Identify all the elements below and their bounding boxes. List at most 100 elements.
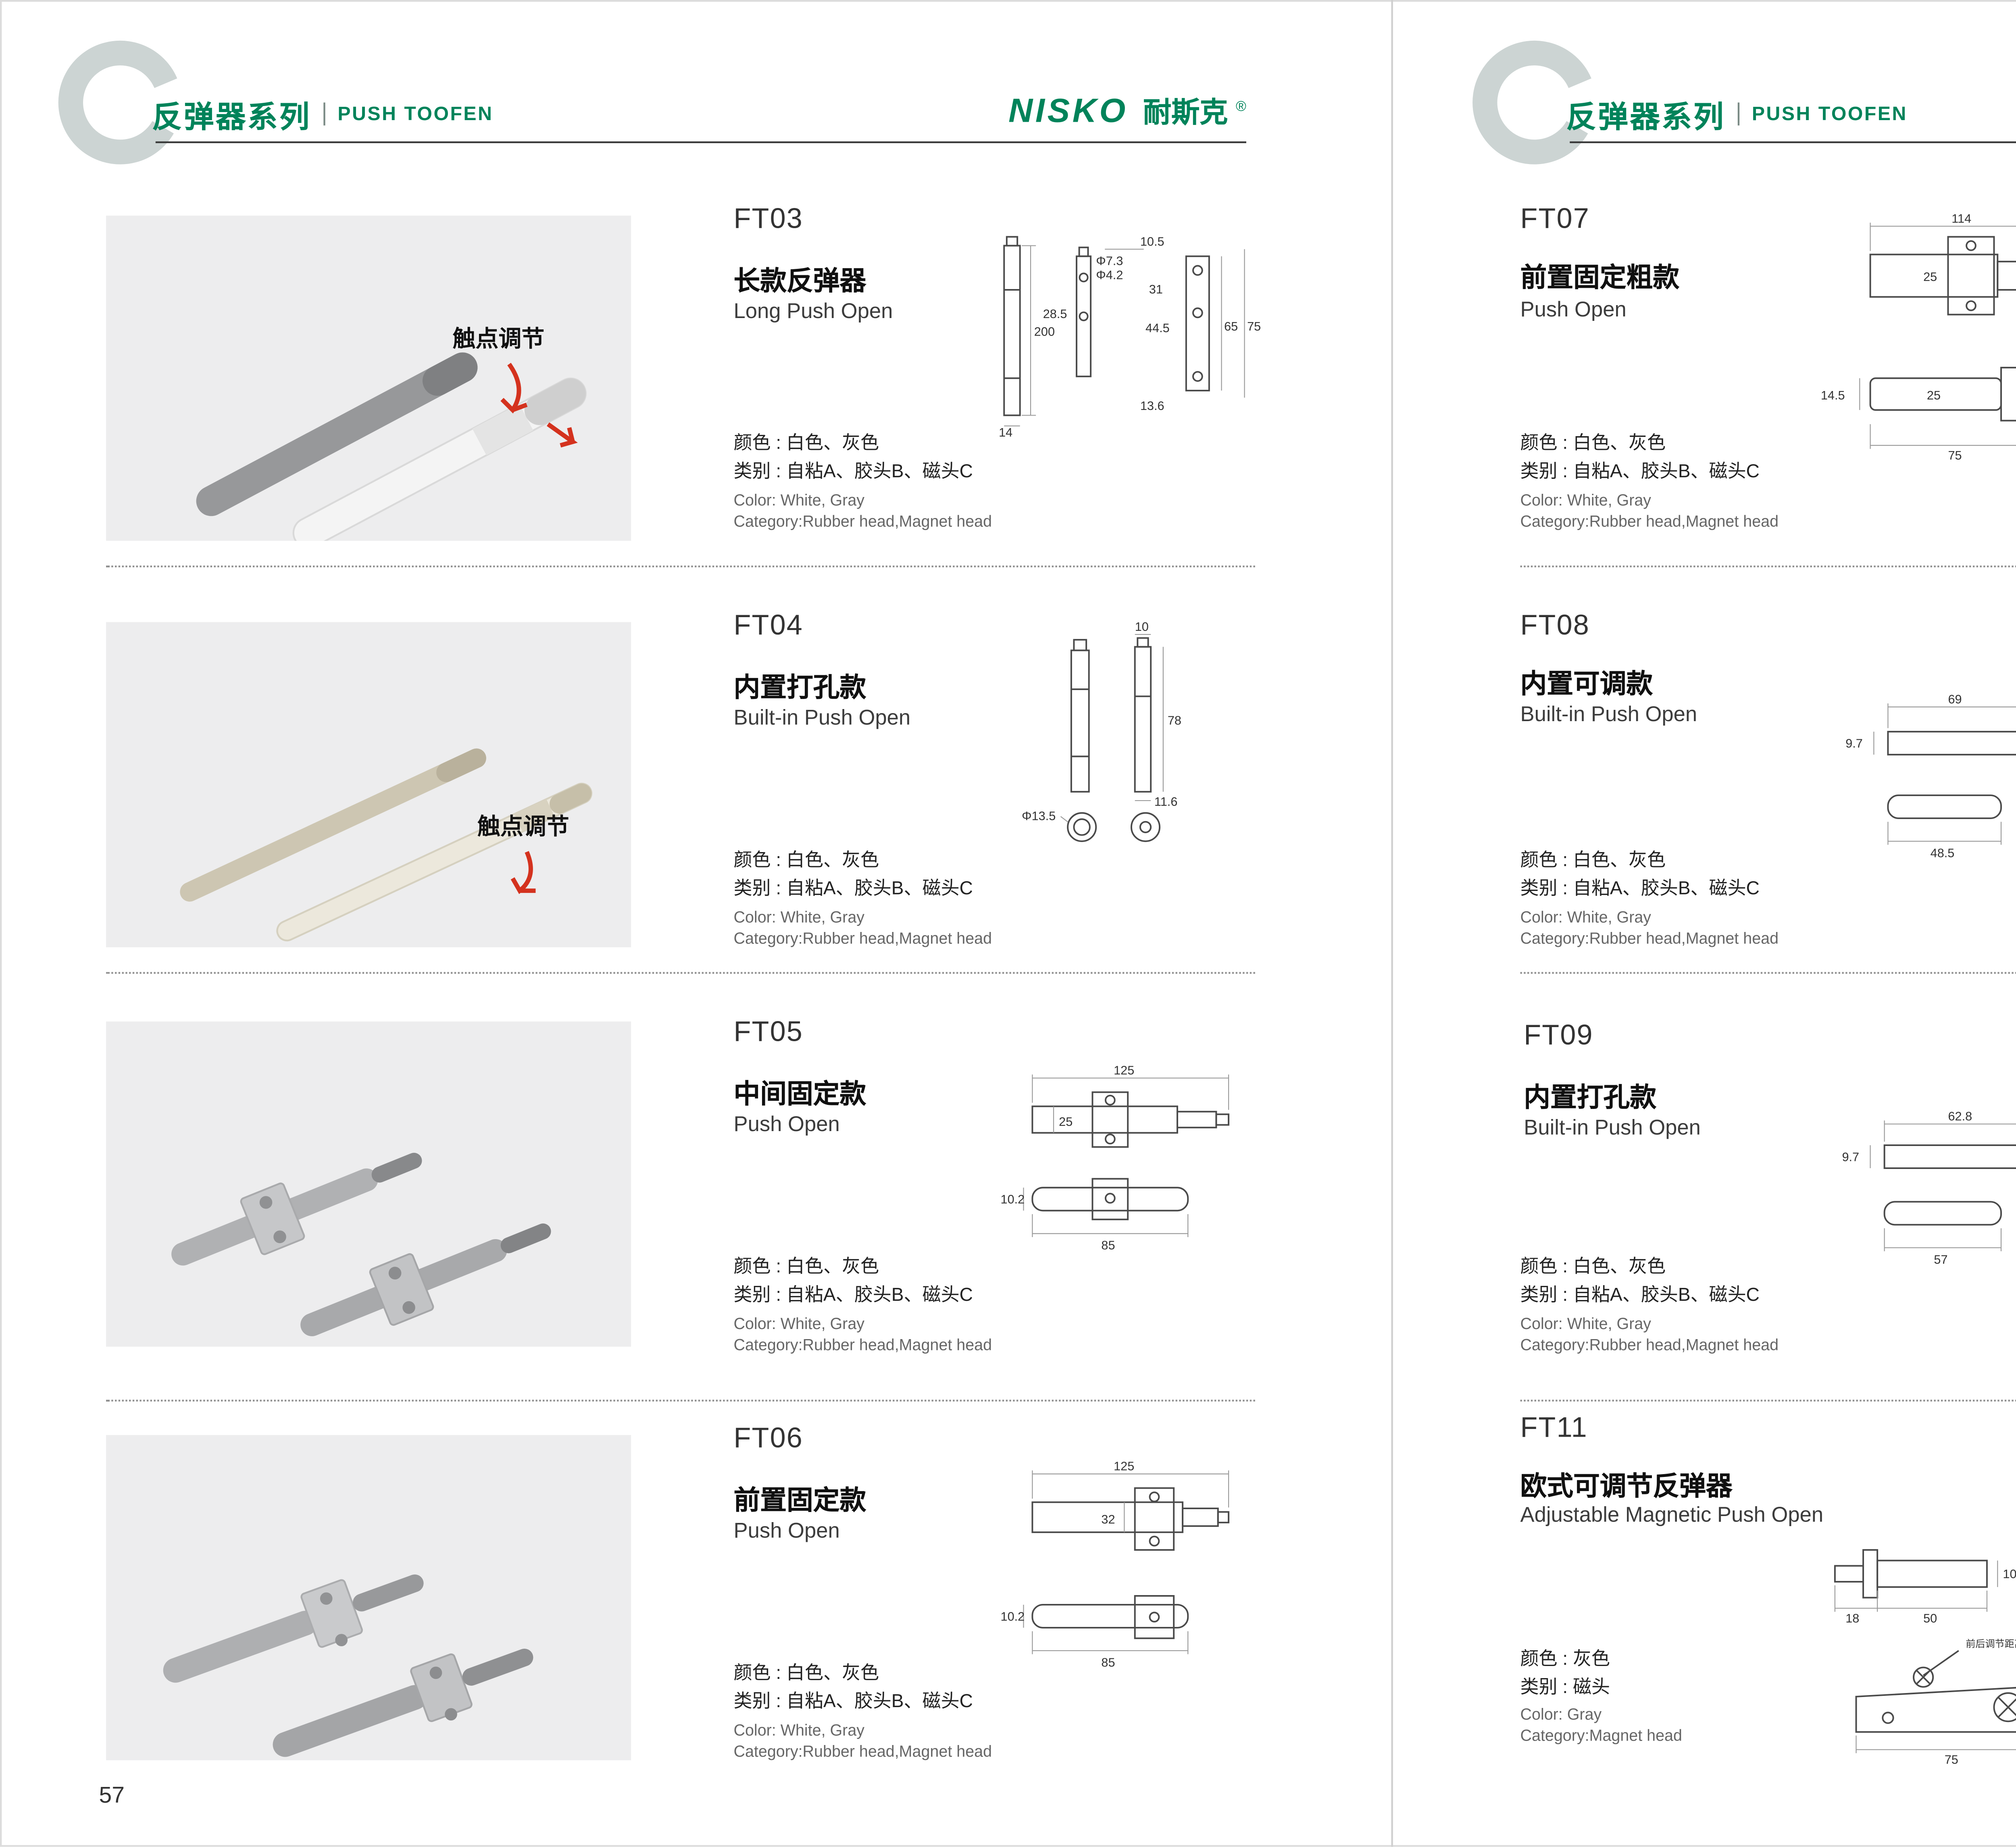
product-name-cn: 内置可调款 [1520,670,1653,700]
spec-color-en: Color: White, Gray [1520,1315,1652,1333]
product-name-cn: 中间固定款 [733,1079,866,1110]
dim: 75 [1948,448,1962,462]
dim: 75 [1247,319,1261,333]
product-code: FT06 [733,1424,803,1455]
ft06-dim-lines [1023,1470,1229,1654]
spec-category-cn: 类别 : 自粘A、胶头B、磁头C [1520,878,1760,900]
ft11-technical-drawing: 10 18 50 前后调节距离6mm 18 75 [1834,1549,2016,1767]
header-rule [155,141,1246,144]
ft05-shapes [1031,1091,1230,1221]
spec-category-cn: 类别 : 自粘A、胶头B、磁头C [733,461,973,483]
dim: 11.6 [1154,795,1177,809]
ft04-technical-drawing: 10 78 11.6 Φ13.5 [1022,620,1181,842]
c-mark-icon [58,40,182,164]
spec-color-cn: 颜色 : 白色、灰色 [733,850,879,872]
spec-category-cn: 类别 : 自粘A、胶头B、磁头C [733,1285,973,1306]
product-code: FT09 [1524,1021,1593,1052]
title-separator [1737,102,1740,126]
dim: 57 [1934,1252,1947,1267]
dim: 75 [1945,1753,1958,1767]
dim: 10 [2003,1567,2016,1581]
spec-color-en: Color: White, Gray [733,491,865,509]
dim: 18 [1845,1611,1859,1625]
product-photo-ft03: 触点调节 [106,215,631,541]
dim: 25 [1059,1115,1073,1129]
ft03-dim-labels: 200 14 Φ7.3 Φ4.2 28.5 10.5 31 44.5 13.6 … [999,234,1261,438]
spec-category-cn: 类别 : 自粘A、胶头B、磁头C [1520,461,1760,483]
ft09-technical-drawing: 62.8 9.7 57 [1842,1110,2016,1267]
white-rod [292,377,587,541]
ft11-shapes [1834,1549,2016,1733]
product-name-en: Push Open [733,1518,840,1543]
product-name-en: Built-in Push Open [1520,701,1697,726]
product-code: FT11 [1520,1414,1588,1444]
spec-color-en: Color: Gray [1520,1705,1602,1723]
series-title-en: PUSH TOOFEN [1752,103,1908,125]
ft07-shapes [1869,236,2016,422]
brand-reg-mark: ® [1236,98,1246,114]
spec-category-en: Category:Rubber head,Magnet head [733,930,992,947]
ft08-dim-labels: 69 9.7 48.5 [1845,692,1962,860]
dim: 114 [1951,211,1971,225]
ft09-shapes [1883,1144,2016,1226]
push-unit [273,1648,533,1757]
ft06-photo-illustration [163,1574,533,1757]
spec-category-en: Category:Rubber head,Magnet head [1520,930,1779,947]
spec-category-en: Category:Magnet head [1520,1726,1682,1745]
ft03-dim-lines [1004,245,1245,426]
spec-category-en: Category:Rubber head,Magnet head [733,1742,992,1760]
product-photo-ft04: 触点调节 [106,622,631,947]
page-number-left: 57 [99,1781,125,1808]
dim: 25 [1927,388,1941,402]
dim: 32 [1101,1512,1115,1526]
dim: 9.7 [1842,1150,1859,1164]
series-title: 反弹器系列 PUSH TOOFEN [152,92,493,136]
red-adjust-arrows-icon [510,851,536,894]
red-adjust-arrows-icon [500,362,578,448]
dim: 10.2 [1001,1609,1025,1623]
spec-category-en: Category:Rubber head,Magnet head [1520,512,1779,530]
product-code: FT03 [733,205,803,235]
dim: Φ4.2 [1096,268,1123,282]
spec-color-cn: 颜色 : 白色、灰色 [733,1256,879,1278]
dim: 44.5 [1145,321,1170,335]
ft06-shapes [1031,1487,1230,1639]
dim: 31 [1149,282,1163,296]
row-separator [106,565,1255,568]
ft03-photo-illustration: 触点调节 [196,326,587,541]
ft04-shapes [1067,637,1161,842]
dim: 25 [1923,270,1937,284]
push-unit [171,1152,422,1266]
row-separator [106,1400,1255,1402]
spec-color-en: Color: White, Gray [1520,908,1652,926]
spec-color-cn: 颜色 : 白色、灰色 [733,1663,879,1685]
spec-category-cn: 类别 : 自粘A、胶头B、磁头C [733,1691,973,1713]
photo-note-label: 触点调节 [452,326,544,352]
row-separator [1520,1400,2016,1402]
header-rule [1570,141,2016,144]
series-title-cn: 反弹器系列 [152,100,311,135]
page-divider-line [1391,0,1393,1847]
spec-category-cn: 类别 : 自粘A、胶头B、磁头C [733,878,973,900]
ft04-dim-labels: 10 78 11.6 Φ13.5 [1022,620,1181,823]
product-name-cn: 前置固定款 [733,1486,866,1516]
title-separator [323,102,325,126]
ft04-photo-illustration: 触点调节 [180,748,593,942]
spec-color-en: Color: White, Gray [733,908,865,926]
product-code: FT05 [733,1018,803,1048]
ft09-dim-lines [1870,1120,2016,1252]
brand-name-cn: 耐斯克 [1143,99,1228,129]
spec-color-cn: 颜色 : 白色、灰色 [1520,433,1666,454]
ft05-technical-drawing: 125 25 10.2 85 [1001,1063,1230,1252]
spec-color-cn: 颜色 : 白色、灰色 [733,433,879,454]
ft07-dim-lines [1859,223,2016,449]
product-name-cn: 欧式可调节反弹器 [1520,1472,1733,1502]
dim: 125 [1114,1459,1134,1473]
ft05-photo-illustration [171,1152,551,1336]
dim: 10 [1135,620,1149,634]
push-unit [300,1223,551,1336]
series-title-en: PUSH TOOFEN [337,103,494,125]
